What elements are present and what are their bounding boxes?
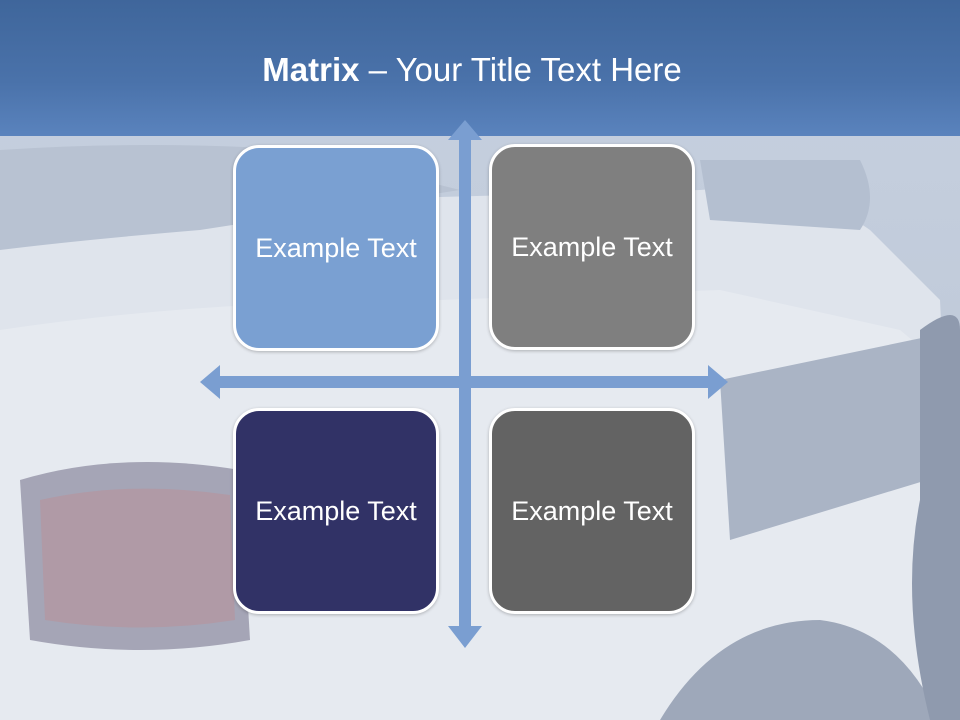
matrix-card-top-left[interactable]: Example Text xyxy=(233,145,439,351)
card-label: Example Text xyxy=(511,495,673,526)
horizontal-axis-bar xyxy=(216,376,710,388)
arrow-right-icon xyxy=(708,365,728,399)
card-label: Example Text xyxy=(255,495,417,526)
title-bold: Matrix xyxy=(262,51,360,88)
arrow-up-icon xyxy=(448,120,482,140)
card-label: Example Text xyxy=(255,232,417,263)
arrow-left-icon xyxy=(200,365,220,399)
slide-title: Matrix – Your Title Text Here xyxy=(0,46,944,94)
matrix-card-top-right[interactable]: Example Text xyxy=(489,144,695,350)
matrix-card-bottom-left[interactable]: Example Text xyxy=(233,408,439,614)
title-bar xyxy=(0,0,960,136)
matrix-card-bottom-right[interactable]: Example Text xyxy=(489,408,695,614)
title-rest: – Your Title Text Here xyxy=(359,51,682,88)
card-label: Example Text xyxy=(511,231,673,262)
arrow-down-icon xyxy=(448,626,482,648)
